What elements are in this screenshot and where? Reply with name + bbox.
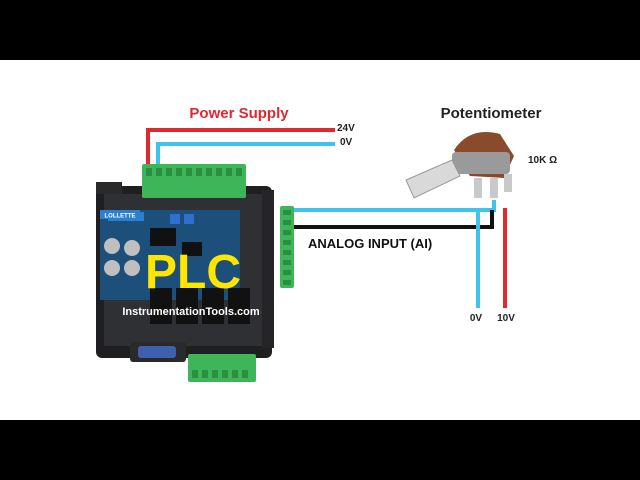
plc-label: PLC [145, 246, 241, 299]
potentiometer-label: Potentiometer [441, 105, 542, 122]
terminal-block-right [280, 206, 294, 288]
watermark-text: InstrumentationTools.com [122, 306, 260, 318]
brand-sticker [100, 210, 140, 219]
wire-24v [146, 128, 335, 168]
label-24v: 24V [337, 123, 355, 134]
bottom-letterbox [0, 420, 640, 480]
terminal-block-top [142, 164, 246, 198]
label-10v-pot: 10V [497, 313, 515, 324]
terminal-block-bottom [188, 354, 256, 382]
wire-0v-supply [156, 142, 335, 168]
diagram-canvas: LOLLETTE PLC InstrumentationTools.com Po… [0, 60, 640, 420]
brand-label: LOLLETTE [105, 214, 136, 220]
top-letterbox [0, 0, 640, 60]
wire-ai-common [290, 210, 494, 229]
wiring-diagram: LOLLETTE PLC InstrumentationTools.com Po… [96, 105, 557, 382]
label-0v-supply: 0V [340, 137, 353, 148]
wire-ai-signal [290, 200, 496, 212]
power-supply-label: Power Supply [189, 105, 289, 122]
analog-input-label: ANALOG INPUT (AI) [308, 236, 432, 251]
resistance-label: 10K Ω [528, 155, 557, 166]
label-0v-pot: 0V [470, 313, 483, 324]
potentiometer-device [405, 132, 514, 199]
